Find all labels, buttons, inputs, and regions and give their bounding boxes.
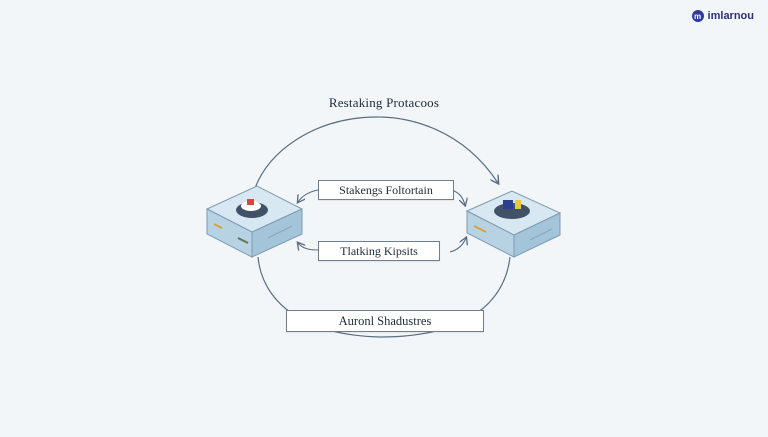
diagram-title: Restaking Protacoos [328, 95, 440, 110]
arrow-tracking-right [449, 238, 466, 253]
bottom-label-box: Auronl Shadustres [286, 310, 484, 332]
arrow-tracking-left [298, 243, 319, 250]
logo-icon: m [691, 10, 704, 22]
tracking-label-text: Tlatking Kipsits [340, 243, 418, 258]
right-server-icon [465, 190, 562, 258]
bottom-arc-connector [257, 256, 511, 338]
brand-logo[interactable]: m imlarnou [691, 10, 754, 22]
staking-label-box: Stakengs Foltortain [318, 180, 454, 200]
left-server-icon [205, 185, 304, 258]
staking-label-text: Stakengs Foltortain [339, 182, 433, 197]
arrow-staking-left [298, 189, 319, 202]
tracking-label-box: Tlatking Kipsits [318, 241, 440, 261]
brand-name: imlarnou [707, 10, 754, 22]
top-arc-connector [254, 116, 498, 189]
bottom-label-text: Auronl Shadustres [338, 313, 432, 328]
